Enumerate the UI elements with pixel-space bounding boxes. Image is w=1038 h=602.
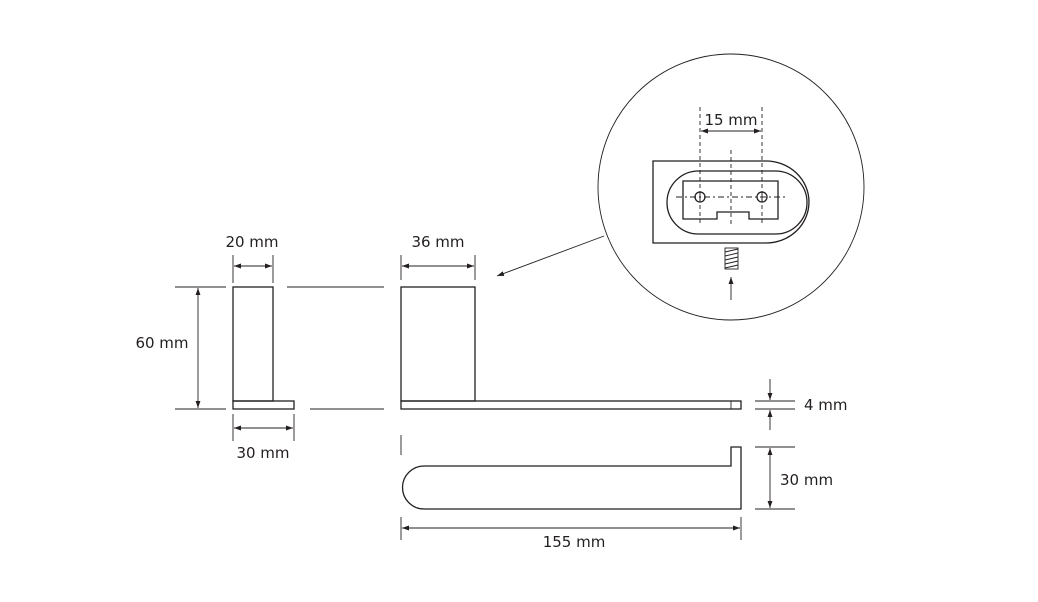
mounting-plate-inner [666, 170, 808, 235]
front-view: 36 mm 4 mm [400, 233, 848, 430]
detail-circle [597, 53, 865, 321]
bottom-depth-label: 30 mm [780, 471, 833, 489]
bracket-insert [682, 180, 779, 220]
front-view-arm [400, 400, 742, 410]
top-view-outline [401, 446, 742, 510]
top-view: 30 mm 155 mm [400, 435, 833, 551]
detail-leader-arrow [496, 235, 605, 277]
base-depth-label: 30 mm [236, 444, 289, 462]
side-view: 20 mm 60 mm 30 mm [135, 233, 384, 462]
detail-spacing-label: 15 mm [704, 111, 757, 129]
side-view-base [232, 400, 295, 410]
thickness-label: 4 mm [804, 396, 848, 414]
front-width-label: 36 mm [411, 233, 464, 251]
dim-height: 60 mm [135, 286, 226, 410]
side-width-label: 20 mm [225, 233, 278, 251]
side-view-upright [232, 286, 274, 402]
height-label: 60 mm [135, 334, 188, 352]
front-view-mount-block [400, 286, 476, 402]
dim-base-depth: 30 mm [232, 414, 295, 462]
detail-view: 15 mm [597, 53, 865, 321]
dim-thickness: 4 mm [755, 379, 848, 430]
dim-side-width: 20 mm [225, 233, 279, 283]
dim-length: 155 mm [400, 517, 742, 551]
set-screw [724, 247, 739, 270]
dim-bottom-depth: 30 mm [755, 446, 833, 510]
length-label: 155 mm [543, 533, 606, 551]
dim-front-width: 36 mm [400, 233, 476, 280]
mounting-plate [652, 160, 810, 244]
dim-detail-spacing: 15 mm [701, 111, 761, 134]
